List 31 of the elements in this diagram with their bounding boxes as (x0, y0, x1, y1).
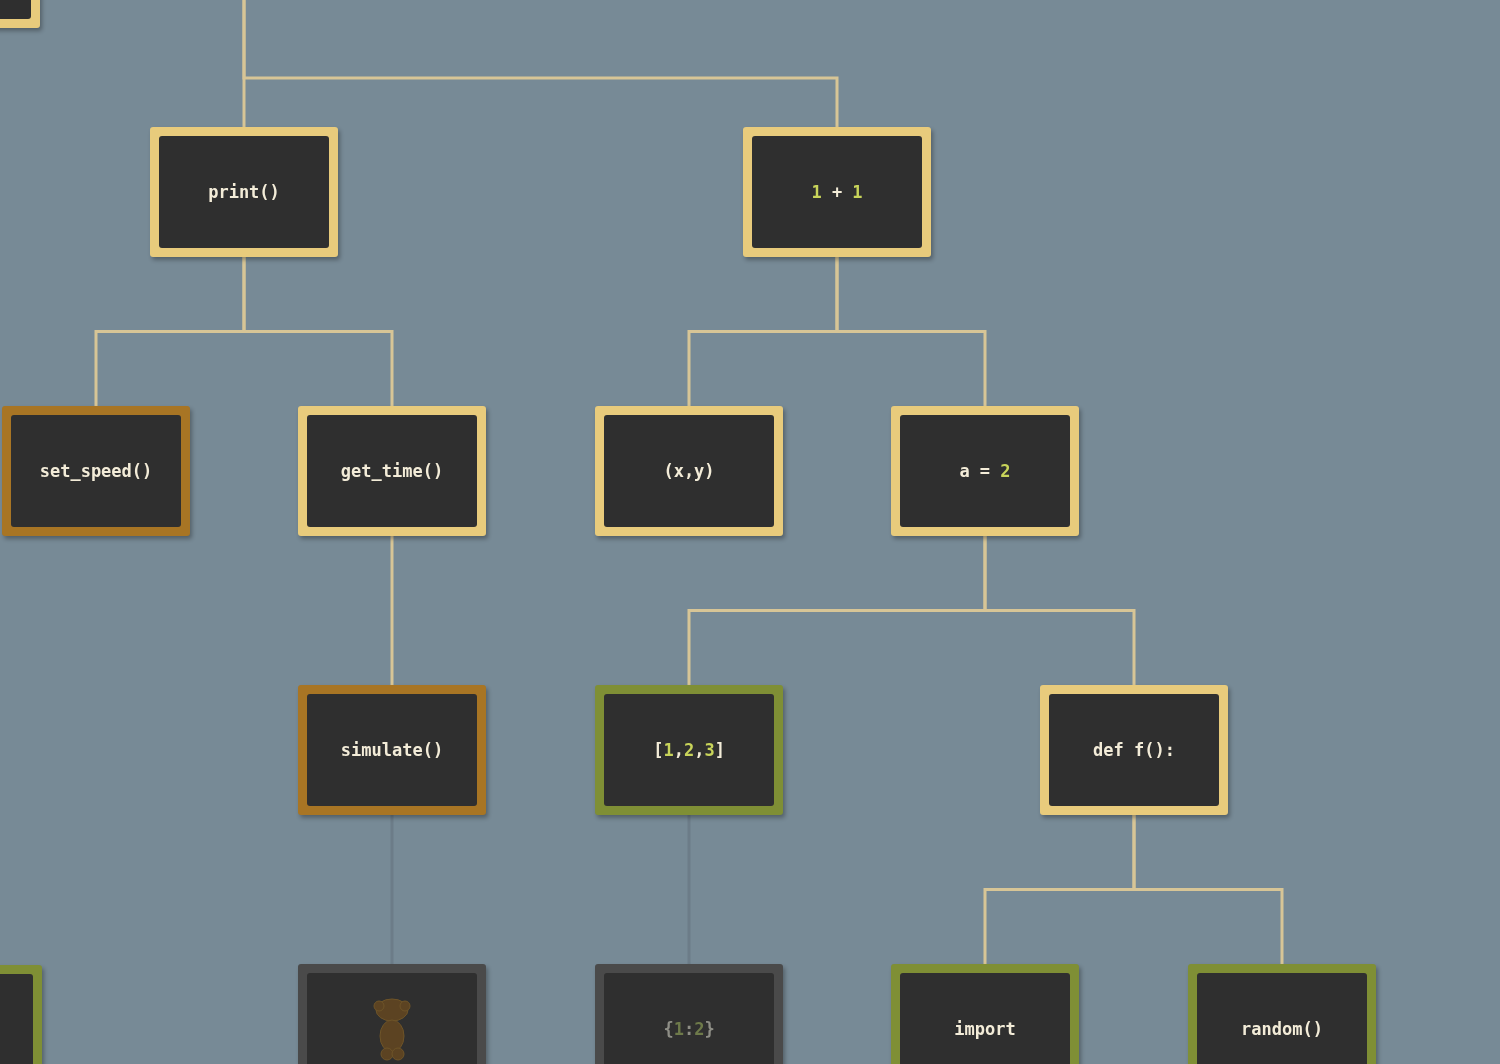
connector-line (835, 257, 987, 406)
code-card (298, 406, 486, 536)
connector-line (242, 257, 394, 406)
connector-line (242, 0, 839, 127)
code-card (150, 127, 338, 257)
code-label: [1,2,3] (653, 740, 725, 760)
code-label: (x,y) (663, 461, 715, 481)
code-label: 1 + 1 (811, 182, 863, 202)
code-card (891, 964, 1079, 1064)
code-card (595, 406, 783, 536)
connector-line (983, 536, 1136, 685)
code-card (595, 685, 783, 815)
code-card (891, 406, 1079, 536)
code-label: set_speed() (39, 461, 153, 481)
connector-line (1132, 815, 1284, 964)
code-label: import (954, 1019, 1016, 1039)
code-label: def f(): (1093, 740, 1175, 760)
picture-card (298, 964, 486, 1064)
code-card (743, 127, 931, 257)
code-card (1040, 685, 1228, 815)
code-card (595, 964, 783, 1064)
code-label: a = 2 (959, 461, 1011, 481)
code-label: print() (208, 182, 280, 202)
code-label: random() (1241, 1019, 1323, 1039)
code-label: simulate() (340, 740, 444, 760)
code-card (1188, 964, 1376, 1064)
code-label: get_time() (340, 461, 444, 481)
code-label: {1:2} (663, 1019, 715, 1039)
code-card (298, 685, 486, 815)
connector-line (390, 536, 394, 685)
code-card (2, 406, 190, 536)
